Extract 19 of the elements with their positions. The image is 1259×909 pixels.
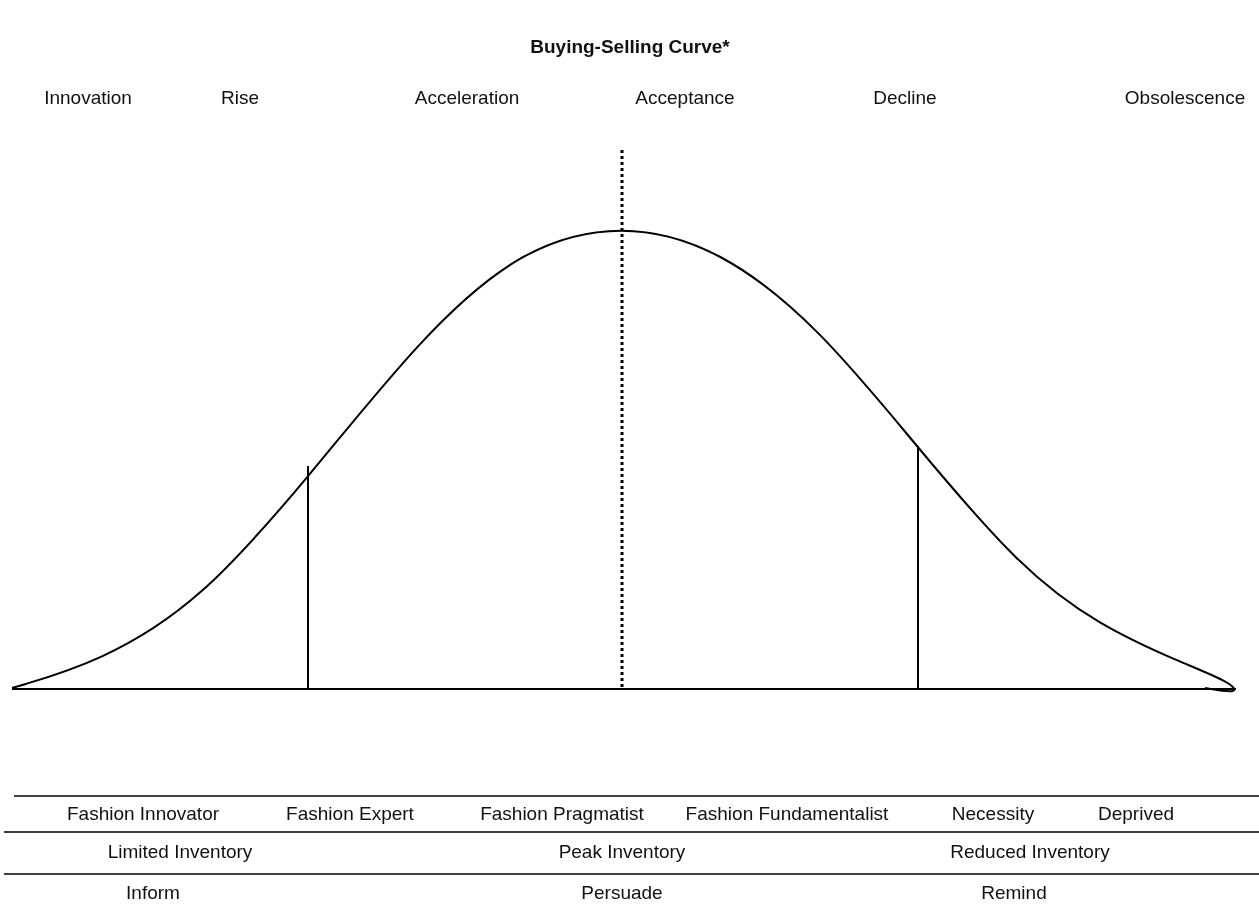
promotion-label: Remind: [981, 881, 1047, 905]
chart-title: Buying-Selling Curve*: [530, 35, 730, 59]
consumer-type-label: Necessity: [951, 802, 1035, 826]
promotion-label: Persuade: [581, 881, 663, 905]
consumer-type-label: Fashion Fundamentalist: [685, 802, 889, 826]
inventory-label: Limited Inventory: [107, 840, 253, 864]
stage-label: Innovation: [44, 86, 132, 110]
stage-label: Obsolescence: [1124, 86, 1246, 110]
consumer-type-label: Fashion Innovator: [66, 802, 220, 826]
stage-label: Rise: [221, 86, 259, 110]
promotion-label: Inform: [126, 881, 180, 905]
inventory-label: Peak Inventory: [558, 840, 686, 864]
consumer-type-label: Fashion Pragmatist: [480, 802, 644, 826]
stage-label: Decline: [873, 86, 937, 110]
consumer-type-label: Fashion Expert: [286, 802, 414, 826]
stage-label: Acceleration: [414, 86, 520, 110]
stage-label: Acceptance: [635, 86, 735, 110]
inventory-label: Reduced Inventory: [950, 840, 1110, 864]
consumer-type-label: Deprived: [1098, 802, 1174, 826]
